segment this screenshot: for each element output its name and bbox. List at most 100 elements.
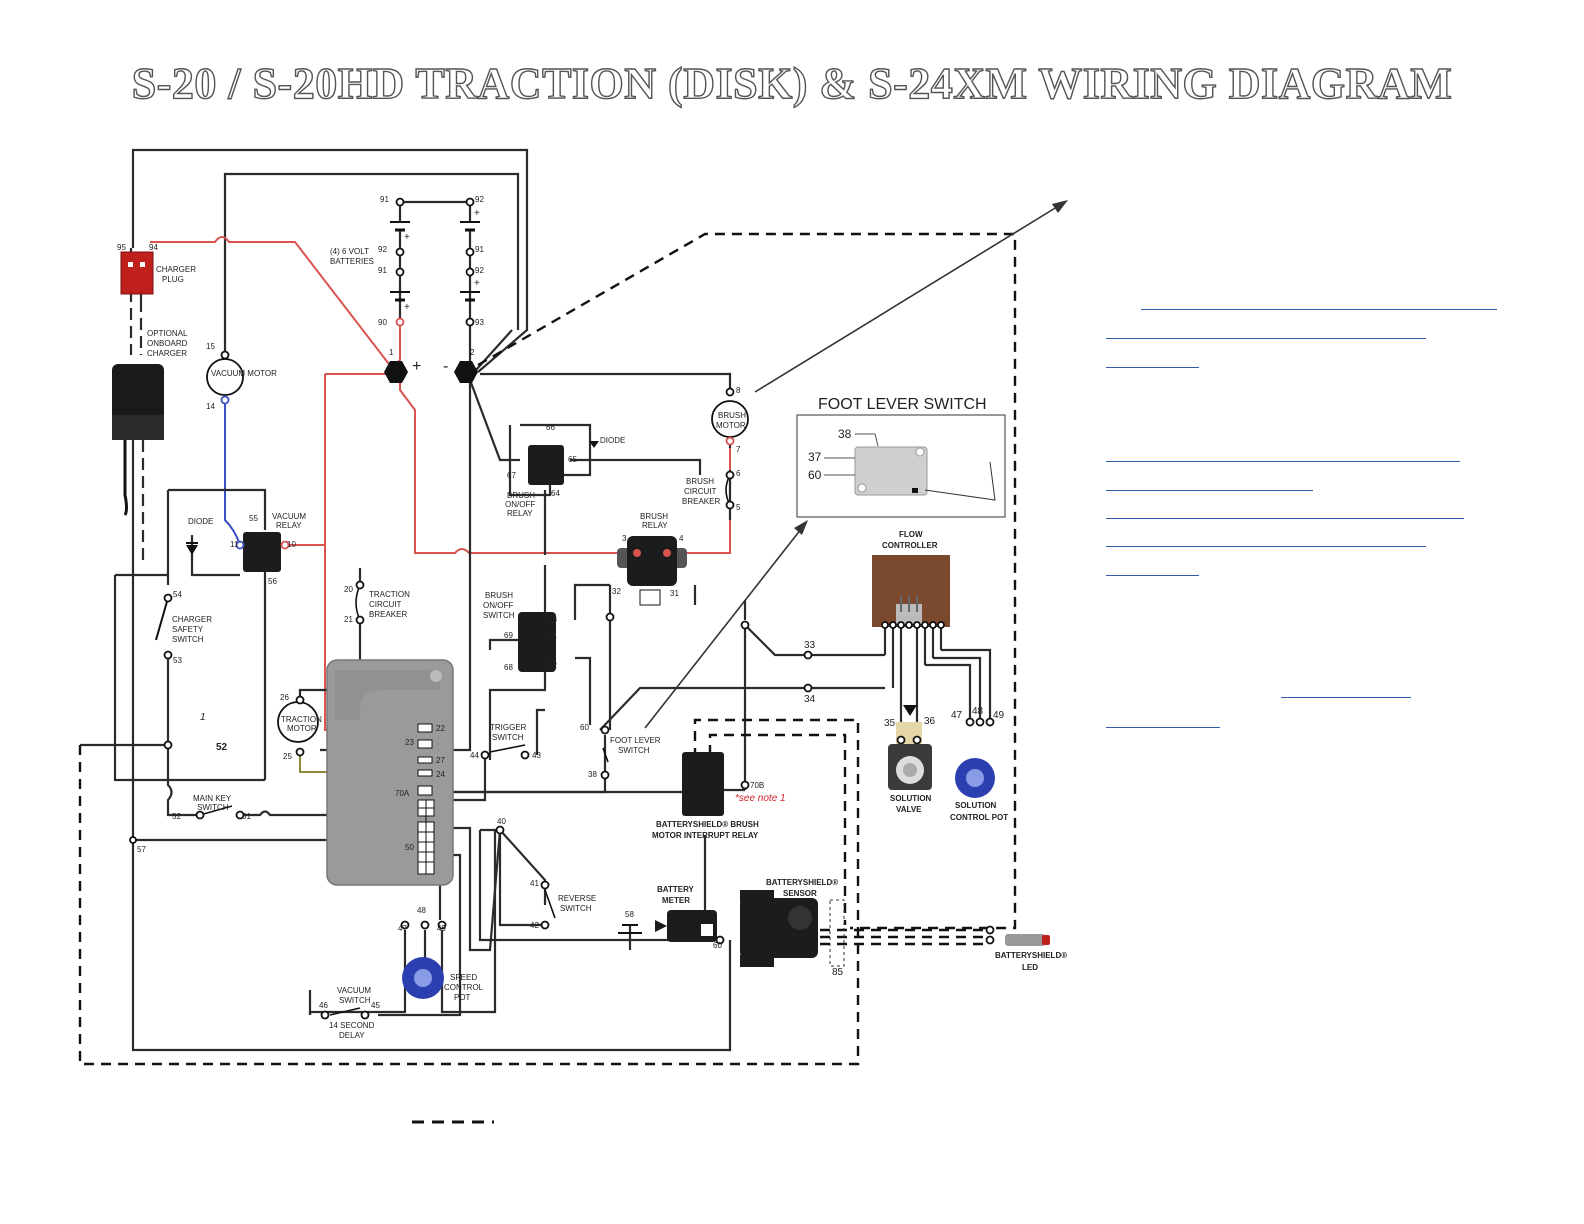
svg-text:68: 68 <box>504 663 513 672</box>
svg-text:91: 91 <box>378 266 387 275</box>
svg-text:+: + <box>474 208 480 219</box>
traction-breaker-label: TRACTION <box>369 590 410 599</box>
svg-text:60: 60 <box>580 723 589 732</box>
svg-text:31: 31 <box>670 589 679 598</box>
charger-plug-label: CHARGER <box>156 265 196 274</box>
svg-text:SAFETY: SAFETY <box>172 625 204 634</box>
svg-text:61: 61 <box>548 631 557 640</box>
svg-text:38: 38 <box>838 427 852 441</box>
note-line[interactable] <box>1106 546 1426 547</box>
note-line[interactable] <box>1106 490 1313 491</box>
onboard-charger <box>112 364 164 516</box>
reverse-switch-label: REVERSE <box>558 894 596 903</box>
foot-lever-detail <box>796 414 1006 518</box>
svg-text:43: 43 <box>532 751 541 760</box>
note-line[interactable] <box>1106 727 1220 728</box>
fifty-two-label: 52 <box>216 742 228 753</box>
svg-text:21: 21 <box>344 615 353 624</box>
traction-motor-label: TRACTION <box>281 715 322 724</box>
svg-text:46: 46 <box>319 1001 328 1010</box>
diode-icon <box>186 545 198 555</box>
speed-pot-label: SPEED <box>450 973 477 982</box>
note-line[interactable] <box>1106 367 1199 368</box>
foot-lever-label: FOOT LEVER <box>610 736 661 745</box>
brush-onoff-switch <box>518 612 556 672</box>
svg-text:14: 14 <box>206 402 215 411</box>
charger-safety-switch <box>155 597 169 641</box>
main-key-switch <box>199 805 233 816</box>
traction-controller <box>326 659 454 886</box>
note-line[interactable] <box>1106 338 1426 339</box>
vacuum-motor-label: VACUUM MOTOR <box>211 369 277 378</box>
svg-text:57: 57 <box>137 845 146 854</box>
flow-controller-label: FLOW <box>899 530 923 539</box>
svg-text:42: 42 <box>530 921 539 930</box>
svg-text:62: 62 <box>548 661 557 670</box>
svg-text:METER: METER <box>662 896 690 905</box>
svg-text:LED: LED <box>1022 963 1038 972</box>
svg-text:6: 6 <box>736 469 741 478</box>
svg-text:63: 63 <box>548 615 557 624</box>
svg-text:BREAKER: BREAKER <box>369 610 407 619</box>
bs-led <box>1005 934 1050 946</box>
svg-text:90: 90 <box>378 318 387 327</box>
charger-safety-label: CHARGER <box>172 615 212 624</box>
brush-switch-label: BRUSH <box>485 591 513 600</box>
page-title: S-20 / S-20HD TRACTION (DISK) & S-24XM W… <box>131 58 1453 108</box>
svg-text:37: 37 <box>808 450 822 464</box>
brush-relay-label: BRUSH <box>640 512 668 521</box>
svg-text:SWITCH: SWITCH <box>339 996 371 1005</box>
svg-text:-: - <box>443 358 448 375</box>
note-line[interactable] <box>1106 575 1199 576</box>
svg-text:33: 33 <box>804 640 816 651</box>
battery-meter-label: BATTERY <box>657 885 695 894</box>
svg-text:11: 11 <box>230 540 239 549</box>
brush-motor-label: BRUSH <box>718 411 746 420</box>
svg-text:52: 52 <box>172 812 181 821</box>
vacuum-switch-label: VACUUM <box>337 986 371 995</box>
vacuum-relay <box>243 532 281 572</box>
svg-text:2: 2 <box>470 348 475 357</box>
svg-text:36: 36 <box>924 716 936 727</box>
svg-text:94: 94 <box>149 243 158 252</box>
svg-text:20: 20 <box>344 585 353 594</box>
svg-text:92: 92 <box>378 245 387 254</box>
svg-text:50: 50 <box>405 843 414 852</box>
svg-text:3: 3 <box>622 534 627 543</box>
svg-text:23: 23 <box>405 738 414 747</box>
wires <box>78 148 1068 1066</box>
svg-text:85: 85 <box>832 967 844 978</box>
svg-text:24: 24 <box>436 770 445 779</box>
svg-text:58: 58 <box>625 910 634 919</box>
svg-text:53: 53 <box>173 656 182 665</box>
note-line[interactable] <box>1106 518 1464 519</box>
svg-text:38: 38 <box>588 770 597 779</box>
wire-number-labels: 95 94 91 92 92 91 91 92 90 93 1 2 15 14 … <box>117 195 1005 1010</box>
svg-text:26: 26 <box>280 693 289 702</box>
note-line[interactable] <box>1141 309 1497 310</box>
terminals <box>129 197 995 1020</box>
note-line[interactable] <box>1281 697 1411 698</box>
svg-text:POT: POT <box>454 993 471 1002</box>
svg-text:SWITCH: SWITCH <box>618 746 650 755</box>
svg-text:MOTOR: MOTOR <box>287 724 317 733</box>
solution-pot-label: SOLUTION <box>955 801 997 810</box>
svg-text:66: 66 <box>546 423 555 432</box>
batteries-label: (4) 6 VOLT <box>330 247 369 256</box>
svg-text:65: 65 <box>568 455 577 464</box>
bs-relay <box>682 752 724 816</box>
svg-text:27: 27 <box>436 756 445 765</box>
svg-text:BREAKER: BREAKER <box>682 497 720 506</box>
svg-text:45: 45 <box>371 1001 380 1010</box>
svg-text:RELAY: RELAY <box>276 521 302 530</box>
onboard-charger-label: OPTIONAL <box>147 329 188 338</box>
svg-text:40: 40 <box>497 817 506 826</box>
svg-text:64: 64 <box>551 489 560 498</box>
svg-text:+: + <box>474 278 480 289</box>
svg-text:67: 67 <box>507 471 516 480</box>
note-line[interactable] <box>1106 461 1460 462</box>
battery-meter <box>655 910 717 942</box>
bs-sensor <box>740 890 845 967</box>
svg-text:SWITCH: SWITCH <box>172 635 204 644</box>
